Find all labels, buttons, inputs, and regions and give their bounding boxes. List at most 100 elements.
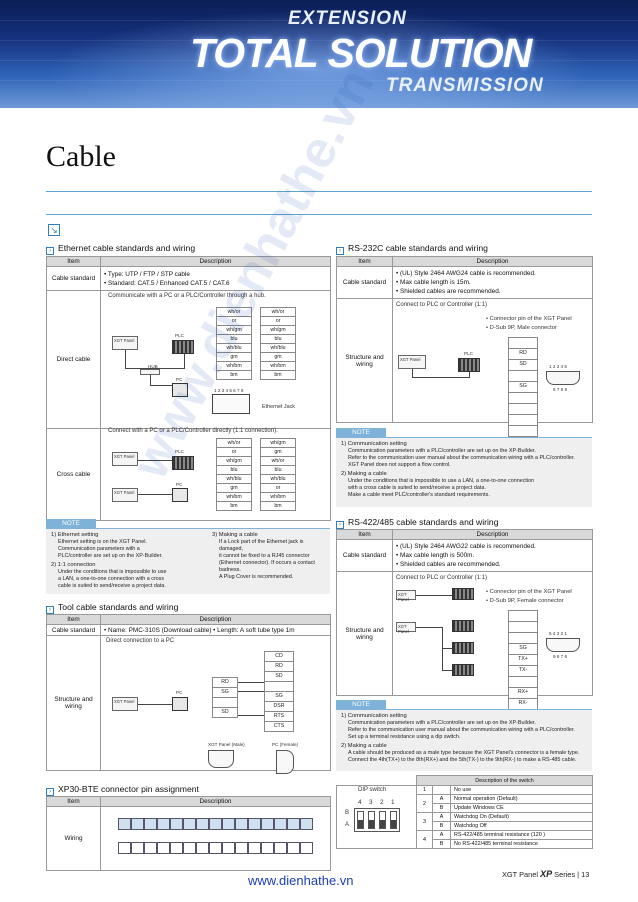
- direct-cable-label: Direct cable: [46, 290, 101, 429]
- connector-pin-cell: [118, 818, 131, 830]
- dsub-bottom-numbers: 6 7 8 9: [553, 387, 568, 392]
- xp30-heading: ›XP30-BTE connector pin assignment: [46, 784, 199, 796]
- conn-right-label: PC (Female): [272, 742, 299, 747]
- ethernet-heading: ›Ethernet cable standards and wiring: [46, 243, 195, 255]
- pc-icon: [172, 383, 188, 397]
- plc-device: [452, 620, 474, 632]
- dip-switch-frame: [354, 808, 400, 832]
- std-desc-line: • Type: UTP / FTP / STP cable: [104, 270, 190, 278]
- xgt-panel-device: XGT Panel: [112, 488, 138, 502]
- ethernet-note: 1) Ethernet setting Ethernet setting is …: [46, 528, 330, 594]
- pin-signal: CTS: [264, 721, 294, 732]
- pin-signal: SD: [212, 707, 238, 718]
- connector-pin-cell: [170, 842, 183, 854]
- connector-pin-cell: [209, 842, 222, 854]
- dip-row-b: B: [345, 810, 350, 816]
- connector-pin-cell: [144, 842, 157, 854]
- hub-device: [140, 369, 160, 375]
- connector-pin-cell: [131, 842, 144, 854]
- dip-switch-toggle[interactable]: [390, 811, 397, 829]
- note-tag: NOTE: [46, 519, 96, 528]
- dsub-female-icon: [276, 750, 294, 774]
- connector-pin-cell: [183, 842, 196, 854]
- dip-switch-toggle[interactable]: [368, 811, 375, 829]
- wire-color: bm: [260, 501, 296, 511]
- dsub-top-numbers: 1 2 3 4 5: [549, 364, 567, 369]
- connector-pin-cell: [235, 818, 248, 830]
- connector-pin-cell: [170, 818, 183, 830]
- connector-pin-cell: [209, 818, 222, 830]
- pc-label: PC: [176, 482, 183, 487]
- connector-pin-cell: [183, 818, 196, 830]
- rs422-note: 1) Communication setting Communication p…: [336, 709, 592, 771]
- connector-pin-cell: [248, 818, 261, 830]
- tool-heading: ›Tool cable standards and wiring: [46, 602, 178, 614]
- wire-color: bm: [216, 370, 252, 380]
- plc-device: [172, 456, 194, 470]
- banner-line-total-solution: TOTAL SOLUTION: [190, 30, 532, 76]
- cable-standard-label: Cable standard: [46, 266, 101, 291]
- connector-pin-cell: [300, 818, 313, 830]
- plc-device: [452, 642, 474, 654]
- plc-device: [452, 664, 474, 676]
- dip-row-a: A: [345, 822, 350, 828]
- connector-pin-cell: [261, 842, 274, 854]
- pin-signal: TX-: [508, 665, 538, 677]
- arrow-icon: ›: [46, 606, 54, 614]
- dip-number: 3: [369, 799, 373, 806]
- arrow-down-right-icon: ↘: [48, 224, 60, 236]
- plc-label: PLC: [175, 333, 184, 338]
- rs232-note: 1) Communication setting Communication p…: [336, 437, 592, 507]
- banner-line-transmission: TRANSMISSION: [386, 75, 544, 96]
- banner-line-extension: EXTENSION: [288, 8, 407, 29]
- plc-device: [172, 340, 194, 354]
- col-item: Item: [46, 256, 101, 267]
- note-tag: NOTE: [336, 700, 386, 709]
- connector-pin-cell: [261, 818, 274, 830]
- connector-pin-cell: [196, 818, 209, 830]
- ethernet-jack-icon: [212, 394, 250, 414]
- dsub-top-numbers: 5 4 3 2 1: [549, 631, 567, 636]
- connector-pin-cell: [222, 818, 235, 830]
- dip-switch-toggle[interactable]: [357, 811, 364, 829]
- rs232-heading: ›RS-232C cable standards and wiring: [336, 243, 488, 255]
- col-description: Description: [100, 256, 331, 267]
- xgt-panel-device: XGT Panel: [396, 590, 416, 602]
- connector-pin-cell: [131, 818, 144, 830]
- connector-pin-cell: [235, 842, 248, 854]
- dsub-9p-female-icon: [546, 638, 580, 652]
- header-banner: EXTENSION TOTAL SOLUTION TRANSMISSION: [0, 0, 638, 108]
- connector-pin-cell: [157, 818, 170, 830]
- dsub-bottom-numbers: 9 8 7 6: [553, 654, 568, 659]
- connector-pin-cell: [222, 842, 235, 854]
- connector-pin-cell: [274, 842, 287, 854]
- connector-pin-cell: [274, 818, 287, 830]
- arrow-icon: ›: [336, 521, 344, 529]
- dsub-9p-male-icon: [546, 371, 580, 385]
- connector-pin-cell: [157, 842, 170, 854]
- direct-caption: Communicate with a PC or a PLC/Controlle…: [108, 293, 266, 299]
- dip-switch-toggle[interactable]: [379, 811, 386, 829]
- cross-cable-label: Cross cable: [46, 428, 101, 521]
- plc-device: [452, 588, 474, 600]
- connector-pin-cell: [144, 818, 157, 830]
- std-desc-line: • Standard: CAT.5 / Enhanced CAT.5 / CAT…: [104, 279, 230, 287]
- dip-number: 2: [380, 799, 384, 806]
- pin-signal: SG: [508, 381, 538, 393]
- connector-pin-cell: [118, 842, 131, 854]
- connector-pin-cell: [196, 842, 209, 854]
- arrow-icon: ›: [336, 247, 344, 255]
- footer-website-link[interactable]: www.dienhathe.vn: [248, 873, 354, 888]
- connector-pin-cell: [287, 842, 300, 854]
- dip-number: 4: [358, 799, 362, 806]
- xgt-panel-device: XGT Panel: [112, 697, 138, 711]
- plc-label: PLC: [175, 449, 184, 454]
- plc-label: PLC: [464, 351, 473, 356]
- note-tag: NOTE: [336, 428, 386, 437]
- wire-color: bm: [260, 370, 296, 380]
